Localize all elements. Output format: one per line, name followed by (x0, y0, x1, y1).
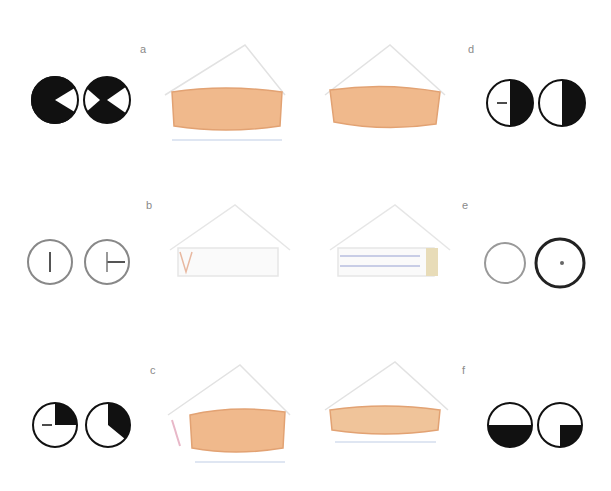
tissue-band (172, 406, 440, 462)
wedge-outline (170, 205, 450, 276)
panel-letter: f (462, 365, 465, 376)
phase-symbol (32, 77, 136, 123)
phase-symbol (488, 403, 582, 447)
panel-letter: c (150, 365, 156, 376)
phase-symbol (485, 239, 584, 287)
phase-symbol (28, 240, 129, 284)
panel-letter: e (462, 200, 468, 211)
panel-letter: a (140, 44, 146, 55)
tissue-band (180, 248, 438, 276)
tissue-band (172, 86, 440, 140)
phase-symbol (487, 80, 585, 126)
panel-letter: b (146, 200, 152, 211)
phase-symbol (33, 403, 130, 447)
panel-letter: d (468, 44, 474, 55)
